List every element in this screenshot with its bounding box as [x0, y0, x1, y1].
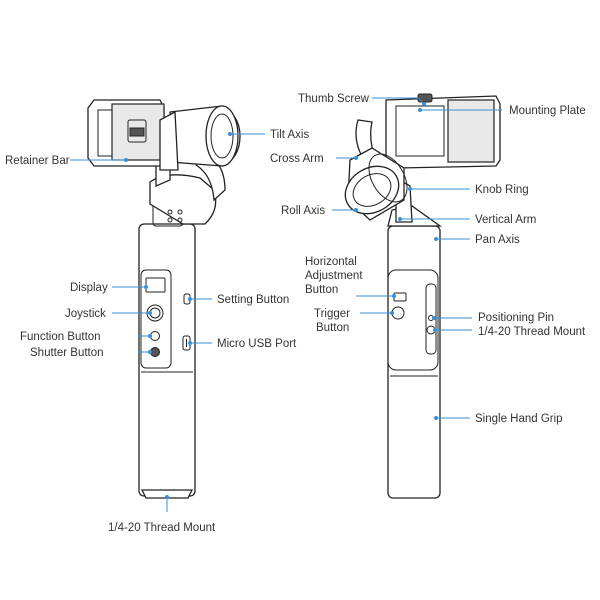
label-vertical-arm: Vertical Arm	[475, 214, 536, 226]
right-handle	[387, 225, 441, 499]
label-horizontal-adjustment-line2: Adjustment	[305, 270, 363, 282]
left-handle-base	[140, 489, 194, 499]
label-function-button: Function Button	[20, 331, 101, 343]
left-gimbal	[87, 99, 241, 499]
label-roll-axis: Roll Axis	[281, 205, 325, 217]
roll-motor-face	[344, 165, 400, 215]
label-thumb-screw: Thumb Screw	[298, 93, 370, 105]
label-thread-mount-side: 1/4-20 Thread Mount	[478, 326, 586, 338]
label-cross-arm: Cross Arm	[270, 153, 324, 165]
camera-lens-box	[127, 119, 147, 143]
label-thread-mount-bottom: 1/4-20 Thread Mount	[108, 522, 216, 534]
label-pan-axis: Pan Axis	[475, 234, 520, 246]
left-handle	[138, 223, 196, 497]
label-trigger-line1: Trigger	[314, 308, 350, 320]
label-tilt-axis: Tilt Axis	[270, 129, 309, 141]
label-trigger-line2: Button	[316, 322, 349, 334]
label-retainer-bar: Retainer Bar	[5, 155, 70, 167]
label-horizontal-adjustment-line1: Horizontal	[305, 256, 357, 268]
label-joystick: Joystick	[65, 308, 106, 320]
label-positioning-pin: Positioning Pin	[478, 312, 554, 324]
label-micro-usb-port: Micro USB Port	[217, 338, 297, 350]
label-single-hand-grip: Single Hand Grip	[475, 413, 563, 425]
label-horizontal-adjustment-line3: Button	[305, 284, 338, 296]
label-setting-button: Setting Button	[217, 294, 289, 306]
label-display: Display	[70, 282, 108, 294]
control-panel	[140, 269, 172, 369]
label-mounting-plate: Mounting Plate	[509, 105, 586, 117]
label-knob-ring: Knob Ring	[475, 184, 529, 196]
label-shutter-button: Shutter Button	[30, 347, 104, 359]
leader-lines	[70, 97, 502, 512]
label-texts: Retainer Bar Tilt Axis Display Joystick …	[5, 93, 586, 534]
